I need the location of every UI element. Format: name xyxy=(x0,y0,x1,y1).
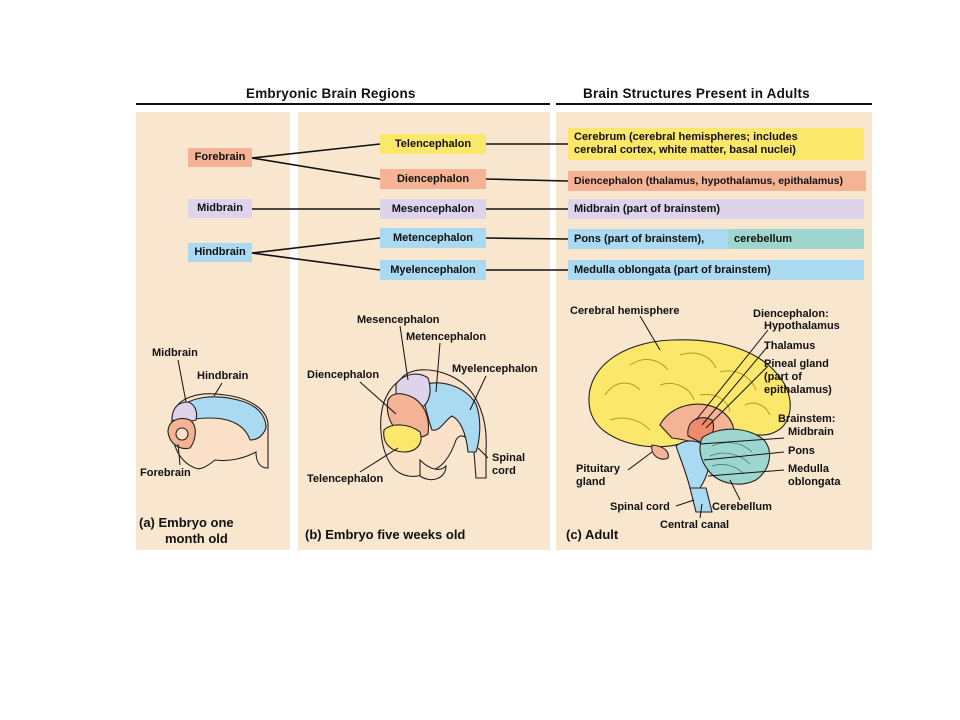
hindbrain-box: Hindbrain xyxy=(188,243,252,262)
header-adult: Brain Structures Present in Adults xyxy=(583,86,810,101)
cerebrum-box: Cerebrum (cerebral hemispheres; includes… xyxy=(568,128,864,160)
c-central-canal-label: Central canal xyxy=(660,519,730,531)
c-brainstem-hdr: Brainstem: xyxy=(778,413,836,425)
c-pituitary-line2: gland xyxy=(576,476,606,488)
c-pituitary-line1: Pituitary xyxy=(576,463,621,475)
mesencephalon-box: Mesencephalon xyxy=(380,199,486,219)
midbrain-box: Midbrain xyxy=(188,199,252,218)
a-hindbrain-label: Hindbrain xyxy=(197,370,249,382)
c-thalamus-label: Thalamus xyxy=(764,340,816,352)
c-pons-label: Pons xyxy=(788,445,815,457)
c-pineal-line1: Pineal gland xyxy=(764,358,829,370)
embryo-five-weeks-drawing xyxy=(380,369,487,481)
panel-a xyxy=(136,112,290,550)
myelencephalon-box: Myelencephalon xyxy=(380,260,486,280)
b-telencephalon-label: Telencephalon xyxy=(307,473,384,485)
header-rule-right xyxy=(556,103,872,105)
c-hypothalamus-label: Hypothalamus xyxy=(764,320,840,332)
b-caption: (b) Embryo five weeks old xyxy=(305,527,466,542)
b-diencephalon-label: Diencephalon xyxy=(307,369,380,381)
metencephalon-box: Metencephalon xyxy=(380,228,486,248)
a-caption-line2: month old xyxy=(165,531,228,546)
medulla-adult-box: Medulla oblongata (part of brainstem) xyxy=(568,260,864,280)
c-medulla-line1: Medulla xyxy=(788,463,829,475)
telencephalon-box: Telencephalon xyxy=(380,134,486,154)
adult-brain-drawing xyxy=(588,339,791,513)
cerebrum-line1: Cerebrum (cerebral hemispheres; includes xyxy=(574,131,798,144)
panel-c-pointers xyxy=(627,315,785,519)
b-spinal-line2: cord xyxy=(492,465,516,477)
midbrain-adult-box: Midbrain (part of brainstem) xyxy=(568,199,864,219)
diencephalon-adult-box: Diencephalon (thalamus, hypothalamus, ep… xyxy=(568,171,866,191)
c-medulla-line2: oblongata xyxy=(788,476,841,488)
pons-adult-box: Pons (part of brainstem), xyxy=(568,229,728,249)
b-metencephalon-label: Metencephalon xyxy=(406,331,487,343)
c-midbrain-label: Midbrain xyxy=(788,426,834,438)
c-cerebral-hemisphere-label: Cerebral hemisphere xyxy=(570,305,680,317)
c-diencephalon-hdr: Diencephalon: xyxy=(753,308,829,320)
connector-lines xyxy=(251,143,569,271)
forebrain-box: Forebrain xyxy=(188,148,252,167)
c-caption: (c) Adult xyxy=(566,527,619,542)
cerebellum-adult-box: cerebellum xyxy=(728,229,864,249)
c-spinal-cord-label: Spinal cord xyxy=(610,501,670,513)
a-midbrain-label: Midbrain xyxy=(152,347,198,359)
b-spinal-line1: Spinal xyxy=(492,452,526,464)
panel-b-pointers xyxy=(359,325,489,473)
header-rule-left xyxy=(136,103,550,105)
c-cerebellum-label: Cerebellum xyxy=(712,501,772,513)
a-caption-line1: (a) Embryo one xyxy=(139,515,234,530)
panel-a-pointers xyxy=(177,359,223,466)
header-embryonic: Embryonic Brain Regions xyxy=(246,86,416,101)
cerebrum-line2: cerebral cortex, white matter, basal nuc… xyxy=(574,144,796,156)
b-myelencephalon-label: Myelencephalon xyxy=(452,363,538,375)
embryo-one-month-drawing xyxy=(167,393,269,470)
c-pineal-line2: (part of xyxy=(764,371,802,383)
a-forebrain-label: Forebrain xyxy=(140,467,191,479)
diencephalon-box: Diencephalon xyxy=(380,169,486,189)
c-pineal-line3: epithalamus) xyxy=(764,384,832,396)
b-mesencephalon-label: Mesencephalon xyxy=(357,314,440,326)
